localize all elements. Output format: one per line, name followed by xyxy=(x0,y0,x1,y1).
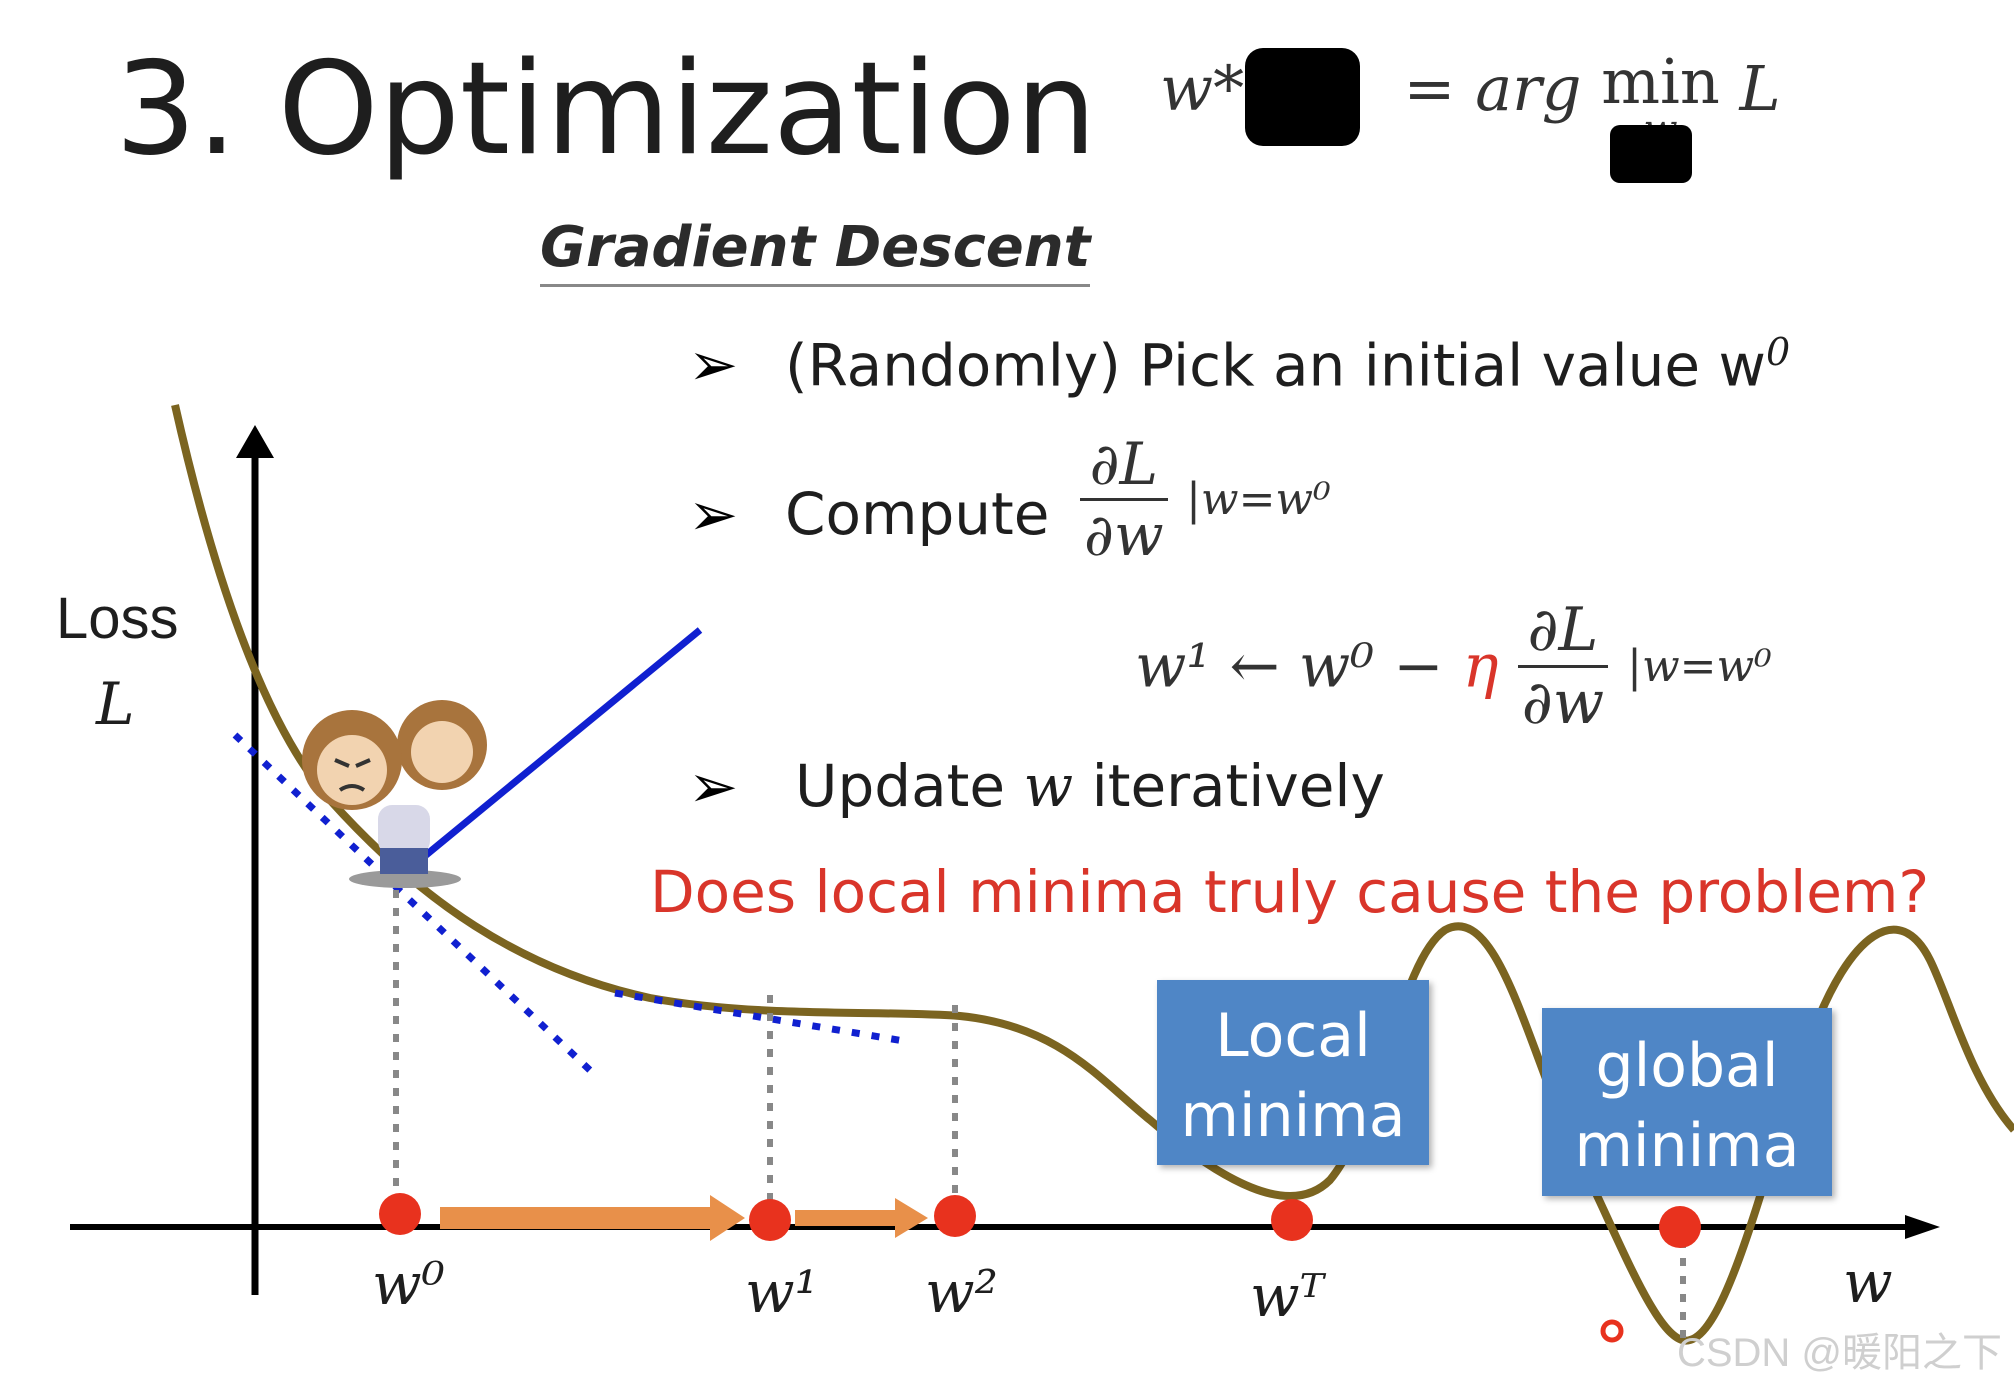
formula-lhs: w* xyxy=(1160,52,1245,125)
local-minima-line2: minima xyxy=(1180,1081,1406,1151)
global-minima-line1: global xyxy=(1595,1031,1779,1101)
tangent-w0 xyxy=(232,732,598,1078)
bullet-pick-initial: (Randomly) Pick an initial value w0 xyxy=(785,330,1790,399)
bullet-arrow-icon: ➢ xyxy=(688,753,739,820)
bullet-arrow-icon: ➢ xyxy=(688,331,739,398)
monkey-character-icon xyxy=(302,700,487,888)
slide-title: 3. Optimization xyxy=(115,35,1097,184)
y-axis-arrow-icon xyxy=(236,425,274,458)
bullet-update: Update w iteratively xyxy=(795,752,1385,820)
y-axis-label-loss: Loss xyxy=(56,586,179,651)
redaction-block-small xyxy=(1610,125,1692,183)
bullet-update-pre: Update xyxy=(795,752,1024,820)
global-minima-box: global minima xyxy=(1542,1008,1832,1196)
update-deriv-den: ∂w xyxy=(1521,668,1605,738)
cursor-dot-icon xyxy=(1600,1319,1624,1343)
update-eval: |w=w⁰ xyxy=(1627,641,1772,692)
gradient-direction-line xyxy=(417,627,703,863)
step-arrow-1-icon xyxy=(440,1195,745,1241)
redaction-block xyxy=(1245,48,1360,146)
y-axis-label-L: L xyxy=(96,670,135,738)
point-w2 xyxy=(934,1195,976,1237)
bullet-arrow-icon: ➢ xyxy=(688,481,739,548)
bullet-pick-text: (Randomly) Pick an initial value w xyxy=(785,331,1766,400)
local-minima-box: Local minima xyxy=(1157,980,1429,1165)
point-w1 xyxy=(749,1199,791,1241)
point-wT xyxy=(1271,1199,1313,1241)
bullet-pick-sup: 0 xyxy=(1765,330,1791,374)
tick-wT: wᵀ xyxy=(1250,1262,1325,1330)
formula-min: min xyxy=(1601,45,1720,118)
update-deriv-num: ∂L xyxy=(1517,595,1609,668)
formula-rhs: L xyxy=(1739,52,1781,125)
gradient-descent-heading: Gradient Descent xyxy=(540,215,1091,287)
watermark: CSDN @暖阳之下 xyxy=(1676,1331,2002,1375)
learning-rate: η xyxy=(1462,631,1499,702)
bullet-compute: Compute xyxy=(785,480,1050,548)
x-axis-arrow-icon xyxy=(1905,1215,1940,1239)
tangent-w1 xyxy=(614,989,911,1046)
argmin-formula: w* = arg min w L xyxy=(1160,45,1781,151)
deriv-numerator: ∂L xyxy=(1080,430,1168,501)
step-arrow-2-icon xyxy=(795,1198,928,1238)
update-lhs: w¹ ← w⁰ − xyxy=(1135,631,1463,702)
point-w0 xyxy=(379,1193,421,1235)
formula-eq: = xyxy=(1403,52,1456,125)
deriv-eval: |w=w⁰ xyxy=(1186,474,1331,525)
deriv-denominator: ∂w xyxy=(1084,501,1164,569)
formula-arg: arg xyxy=(1475,52,1582,125)
question-text: Does local minima truly cause the proble… xyxy=(650,858,1930,926)
derivative-expression: ∂L ∂w |w=w⁰ xyxy=(1080,430,1331,569)
tick-w2: w² xyxy=(925,1258,998,1326)
bullet-update-var: w xyxy=(1023,752,1074,820)
global-minima-line2: minima xyxy=(1574,1111,1800,1181)
x-axis-label-w: w xyxy=(1843,1248,1893,1316)
tick-w1: w¹ xyxy=(745,1258,818,1326)
update-rule: w¹ ← w⁰ − η ∂L ∂w |w=w⁰ xyxy=(1135,595,1772,738)
loss-curve xyxy=(171,404,2014,1345)
local-minima-line1: Local xyxy=(1215,1001,1371,1071)
point-global xyxy=(1659,1206,1701,1248)
tick-w0: w⁰ xyxy=(372,1250,445,1318)
bullet-update-post: iteratively xyxy=(1073,752,1385,820)
